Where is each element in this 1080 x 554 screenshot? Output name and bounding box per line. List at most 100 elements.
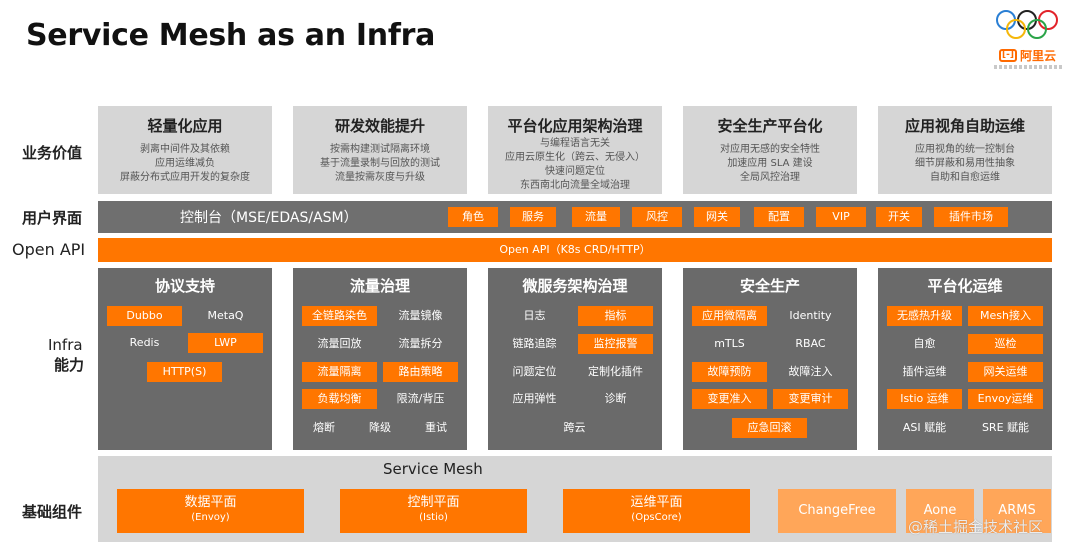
value-card-line: 对应用无感的安全特性 [720,144,820,155]
value-card-line: 流量按需灰度与升级 [335,172,425,183]
user-interface-bar: 控制台（MSE/EDAS/ASM） 角色 服务 流量 风控 网关 配置 VIP … [98,201,1052,233]
capability-monitor-alert: 监控报警 [578,334,653,354]
capability-traffic-replay: 流量回放 [317,337,362,350]
capability-custom-plugin: 定制化插件 [588,365,643,378]
service-mesh-label: Service Mesh [383,460,483,478]
ui-chip-risk-control: 风控 [632,207,682,227]
capability-sre-enablement: SRE 赋能 [981,421,1030,434]
capability-cross-cloud: 跨云 [563,421,586,434]
capability-rate-limit: 限流/背压 [396,392,445,405]
capability-https: HTTP(S) [147,362,222,382]
capability-circuit-break: 熔断 [313,421,335,434]
capability-lwp: LWP [188,333,263,353]
control-plane-title: 控制平面 [407,495,460,510]
capability-change-audit: 变更审计 [773,389,848,409]
capability-troubleshooting: 问题定位 [512,365,557,378]
infra-column-microservice-governance: 微服务架构治理 日志 指标 链路追踪 监控报警 问题定位 定制化插件 应用弹性 … [488,268,662,450]
infra-column-title: 安全生产 [739,277,800,295]
ui-chip-traffic: 流量 [572,207,620,227]
ui-chip-config: 配置 [754,207,804,227]
ui-chip-role: 角色 [448,207,498,227]
infra-column-platform-ops: 平台化运维 无感热升级 Mesh接入 自愈 巡检 插件运维 网关运维 Istio… [878,268,1052,450]
row-label-business-value: 业务价值 [22,144,83,162]
capability-app-elasticity: 应用弹性 [512,392,557,405]
arms-box: ARMS [983,489,1051,533]
capability-mesh-onboarding: Mesh接入 [968,306,1043,326]
capability-traffic-isolation: 流量隔离 [302,362,377,382]
capability-metrics: 指标 [578,306,653,326]
value-card-line: 剥离中间件及其依赖 [140,144,230,155]
capability-fault-injection: 故障注入 [788,365,833,378]
value-card-title: 应用视角自助运维 [904,117,1025,135]
ops-plane-title: 运维平面 [630,495,683,510]
row-label-open-api: Open API [12,240,86,259]
alibaba-cloud-olympic-logo: [-] 阿里云 [992,8,1062,72]
row-label-capability: 能力 [54,356,85,374]
value-card-line: 基于流量录制与回放的测试 [320,158,440,169]
capability-istio-ops: Istio 运维 [887,389,962,409]
capability-dubbo: Dubbo [107,306,182,326]
value-card-title: 研发效能提升 [334,117,425,135]
value-card-line: 东西南北向流量全域治理 [520,180,630,191]
value-card-line: 加速应用 SLA 建设 [727,158,813,169]
ui-chip-plugin-market: 插件市场 [934,207,1008,227]
ui-chip-vip: VIP [816,207,866,227]
row-label-base-components: 基础组件 [22,503,83,521]
open-api-bar: Open API（K8s CRD/HTTP） [98,238,1052,262]
infra-column-protocol-support: 协议支持 Dubbo MetaQ Redis LWP HTTP(S) [98,268,272,450]
alibaba-cloud-icon: [-] [999,48,1017,62]
capability-change-admission: 变更准入 [692,389,767,409]
capability-hot-upgrade: 无感热升级 [887,306,962,326]
ops-plane-sub: (OpsCore) [631,512,682,523]
capability-traffic-split: 流量拆分 [398,337,443,350]
value-card-line: 快速问题定位 [545,166,605,177]
value-card-line: 应用云原生化（跨云、无侵入） [505,152,645,163]
capability-traffic-mirror: 流量镜像 [398,309,443,322]
capability-degrade: 降级 [369,421,391,434]
infra-column-safe-production: 安全生产 应用微隔离 Identity mTLS RBAC 故障预防 故障注入 … [683,268,857,450]
value-card-line: 细节屏蔽和易用性抽象 [915,158,1015,169]
logo-brand-text: 阿里云 [1020,48,1057,63]
capability-envoy-ops: Envoy运维 [968,389,1043,409]
changefree-box: ChangeFree [778,489,896,533]
logo-tagline [994,65,1062,69]
capability-routing-policy: 路由策略 [383,362,458,382]
infra-column-title: 协议支持 [154,277,215,295]
control-plane-box: 控制平面 (Istio) [340,489,527,533]
value-card-rd-efficiency: 研发效能提升 按需构建测试隔离环境 基于流量录制与回放的测试 流量按需灰度与升级 [293,106,467,194]
value-card-safe-production: 安全生产平台化 对应用无感的安全特性 加速应用 SLA 建设 全局风控治理 [683,106,857,194]
value-card-title: 轻量化应用 [147,117,223,135]
capability-micro-isolation: 应用微隔离 [692,306,767,326]
watermark: @稀土掘金技术社区 [908,518,1044,536]
value-card-line: 按需构建测试隔离环境 [330,144,430,155]
capability-plugin-ops: 插件运维 [902,365,947,378]
capability-retry: 重试 [425,421,447,434]
infra-column-title: 微服务架构治理 [522,277,628,295]
ui-chip-service: 服务 [510,207,556,227]
row-label-user-interface: 用户界面 [22,209,83,227]
capability-redis: Redis [129,336,160,349]
value-card-lightweight-app: 轻量化应用 剥离中间件及其依赖 应用运维减负 屏蔽分布式应用开发的复杂度 [98,106,272,194]
olympic-rings-icon [992,8,1062,39]
infra-column-traffic-governance: 流量治理 全链路染色 流量镜像 流量回放 流量拆分 流量隔离 路由策略 负载均衡… [293,268,467,450]
ops-plane-box: 运维平面 (OpsCore) [563,489,750,533]
capability-load-balancing: 负载均衡 [302,389,377,409]
data-plane-title: 数据平面 [184,495,237,510]
capability-identity: Identity [789,309,832,322]
value-card-line: 自助和自愈运维 [930,172,1000,183]
console-title: 控制台（MSE/EDAS/ASM） [180,210,358,226]
capability-metaq: MetaQ [207,309,244,322]
value-card-architecture-governance: 平台化应用架构治理 与编程语言无关 应用云原生化（跨云、无侵入） 快速问题定位 … [488,106,662,194]
value-card-title: 平台化应用架构治理 [507,117,643,135]
row-label-infra: Infra [48,336,83,354]
capability-mtls: mTLS [714,337,745,350]
value-card-line: 应用运维减负 [155,158,215,169]
capability-asi-enablement: ASI 赋能 [902,421,947,434]
logo-brand: [-] 阿里云 [999,46,1057,64]
capability-full-link-coloring: 全链路染色 [302,306,377,326]
data-plane-sub: (Envoy) [191,512,230,523]
value-card-line: 全局风控治理 [740,172,800,183]
value-card-line: 应用视角的统一控制台 [915,144,1015,155]
value-card-self-service-ops: 应用视角自助运维 应用视角的统一控制台 细节屏蔽和易用性抽象 自助和自愈运维 [878,106,1052,194]
control-plane-sub: (Istio) [419,512,448,523]
